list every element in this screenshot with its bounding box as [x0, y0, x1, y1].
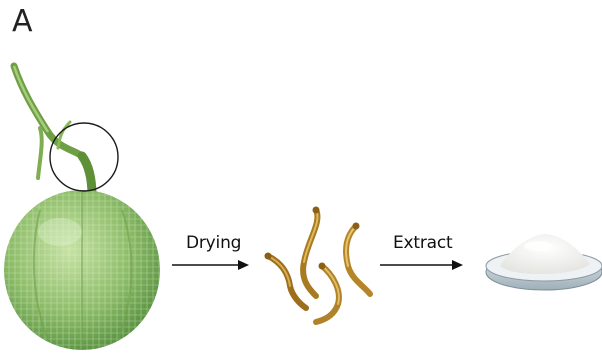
step-label-drying: Drying — [186, 233, 241, 253]
step-label-extract: Extract — [393, 233, 453, 253]
powder-dish-icon — [486, 234, 602, 290]
melon-icon — [4, 66, 160, 350]
arrow-icon — [172, 260, 249, 270]
dried-stems-icon — [265, 207, 371, 323]
arrow-icon — [380, 260, 463, 270]
